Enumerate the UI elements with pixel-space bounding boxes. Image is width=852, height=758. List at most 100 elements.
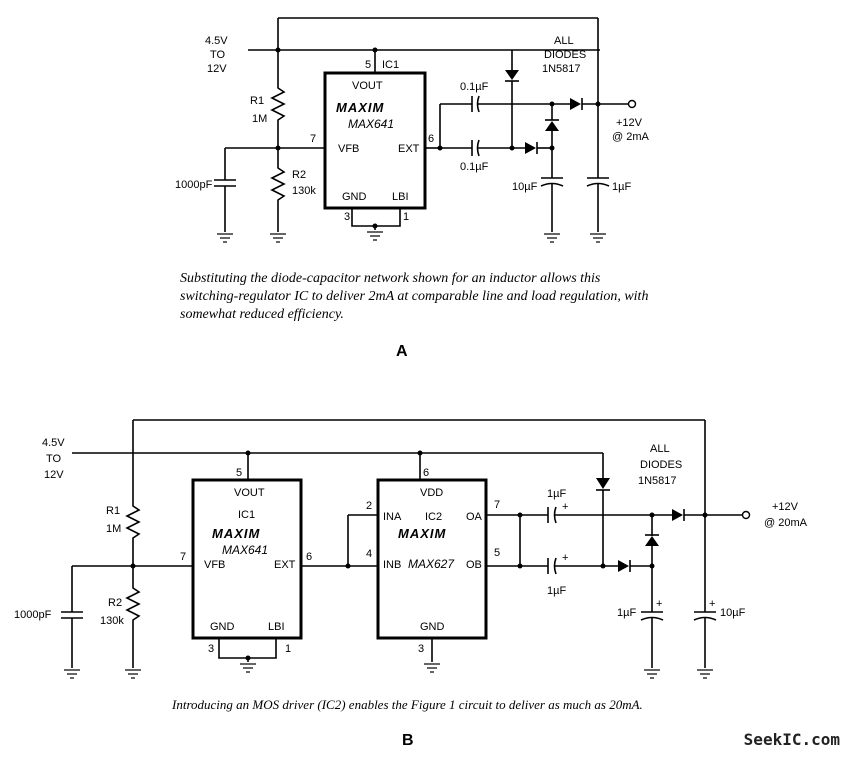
capacitor-pump-2 — [471, 139, 525, 157]
pin-label-vout: VOUT — [234, 487, 265, 499]
r1-value: 1M — [252, 113, 267, 125]
pin-label-lbi: LBI — [392, 191, 409, 203]
resistor-r2 — [125, 566, 141, 668]
maxim-logo: MAXIM — [212, 526, 261, 541]
pin-number-ob: 5 — [494, 547, 500, 559]
output-label-line2: @ 2mA — [612, 131, 650, 143]
pin-label-ina: INA — [383, 511, 402, 523]
r1-value: 1M — [106, 523, 121, 535]
supply-label-line1: 4.5V — [42, 437, 65, 449]
c-out-value: 10µF — [720, 607, 746, 619]
polarity-plus: + — [562, 501, 568, 513]
pin-label-ext: EXT — [398, 143, 420, 155]
diode-d1 — [505, 70, 519, 148]
ground-symbol — [423, 663, 441, 673]
pin-label-ob: OB — [466, 559, 482, 571]
c-store-value: 10µF — [512, 181, 538, 193]
ground-symbol — [124, 669, 142, 679]
output-terminal — [627, 99, 637, 109]
ic-part-number: MAX641 — [348, 117, 394, 131]
figure-b: 4.5V TO 12V R1 1M R2 130k 1000pF 5 VOUT … — [14, 419, 808, 749]
diodes-note-line3: 1N5817 — [542, 63, 581, 75]
pin-number-lbi: 1 — [285, 643, 291, 655]
pin-label-ext: EXT — [274, 559, 296, 571]
diode-d3 — [545, 104, 559, 178]
ground-symbol — [239, 663, 257, 673]
output-terminal — [741, 510, 751, 520]
ic-part-number: MAX627 — [408, 557, 455, 571]
ic-name: IC1 — [238, 509, 255, 521]
ic-name: IC2 — [425, 511, 442, 523]
supply-label-line3: 12V — [44, 469, 64, 481]
watermark: SeekIC.com — [743, 730, 840, 749]
maxim-logo: MAXIM — [336, 100, 385, 115]
pin-number-gnd: 3 — [418, 643, 424, 655]
ground-symbol — [63, 669, 81, 679]
supply-label-line2: TO — [210, 49, 226, 61]
c-pump-2-value: 0.1µF — [460, 161, 489, 173]
capacitor-pump-1 — [471, 95, 552, 113]
pin-number-inb: 4 — [366, 548, 372, 560]
pin-label-vfb: VFB — [338, 143, 359, 155]
capacitor-1uf — [640, 611, 664, 668]
junction-dot — [275, 47, 281, 53]
r2-name: R2 — [292, 169, 306, 181]
ground-symbol — [696, 669, 714, 679]
c-pump-1-value: 1µF — [547, 488, 566, 500]
figure-a: 4.5V TO 12V R1 1M R2 130k 1000pF — [175, 17, 650, 360]
resistor-r2 — [270, 148, 286, 232]
pin-label-gnd: GND — [210, 621, 235, 633]
pin-number-ina: 2 — [366, 500, 372, 512]
pin-label-gnd: GND — [420, 621, 445, 633]
ground-symbol — [366, 231, 384, 241]
supply-label-line3: 12V — [207, 63, 227, 75]
pin-number-gnd: 3 — [344, 211, 350, 223]
figure-b-label: B — [402, 732, 414, 749]
diode-d4 — [552, 98, 628, 110]
maxim-logo: MAXIM — [398, 526, 447, 541]
pin-label-vfb: VFB — [204, 559, 225, 571]
pin-number-vout: 5 — [236, 467, 242, 479]
pin-label-gnd: GND — [342, 191, 367, 203]
diodes-note-line2: DIODES — [544, 49, 586, 61]
c-filter-value: 1000pF — [14, 609, 52, 621]
pin-label-inb: INB — [383, 559, 401, 571]
diode-d1 — [596, 453, 610, 566]
output-label-line2: @ 20mA — [764, 517, 808, 529]
capacitor-pump-2 — [547, 557, 618, 575]
r2-value: 130k — [100, 615, 124, 627]
pin-label-vout: VOUT — [352, 80, 383, 92]
c-pump-1-value: 0.1µF — [460, 81, 489, 93]
figure-a-caption: Substituting the diode-capacitor network… — [180, 271, 649, 322]
r1-name: R1 — [250, 95, 264, 107]
pin-number-vout: 5 — [365, 59, 371, 71]
c-pump-2-value: 1µF — [547, 585, 566, 597]
figure-b-caption: Introducing an MOS driver (IC2) enables … — [172, 697, 643, 712]
pin-number-ext: 6 — [306, 551, 312, 563]
supply-label-line1: 4.5V — [205, 35, 228, 47]
ic2-max627 — [376, 478, 488, 640]
diodes-note-line1: ALL — [650, 443, 670, 455]
r2-value: 130k — [292, 185, 316, 197]
figure-a-label: A — [396, 343, 408, 360]
pin-number-vdd: 6 — [423, 467, 429, 479]
pin-number-oa: 7 — [494, 499, 500, 511]
ground-symbol — [543, 233, 561, 243]
pin-label-oa: OA — [466, 511, 483, 523]
diode-d4 — [652, 509, 742, 521]
pin-number-gnd: 3 — [208, 643, 214, 655]
diode-d2 — [525, 142, 552, 154]
capacitor-1uf — [586, 104, 610, 232]
polarity-plus: + — [709, 598, 715, 610]
ground-symbol — [269, 233, 287, 243]
c-out-value: 1µF — [612, 181, 631, 193]
diodes-note-line2: DIODES — [640, 459, 682, 471]
diodes-note-line1: ALL — [554, 35, 574, 47]
r1-name: R1 — [106, 505, 120, 517]
ground-symbol — [216, 233, 234, 243]
resistor-r1 — [270, 80, 286, 148]
ground-symbol — [643, 669, 661, 679]
polarity-plus: + — [562, 552, 568, 564]
capacitor-10uf — [693, 515, 717, 668]
